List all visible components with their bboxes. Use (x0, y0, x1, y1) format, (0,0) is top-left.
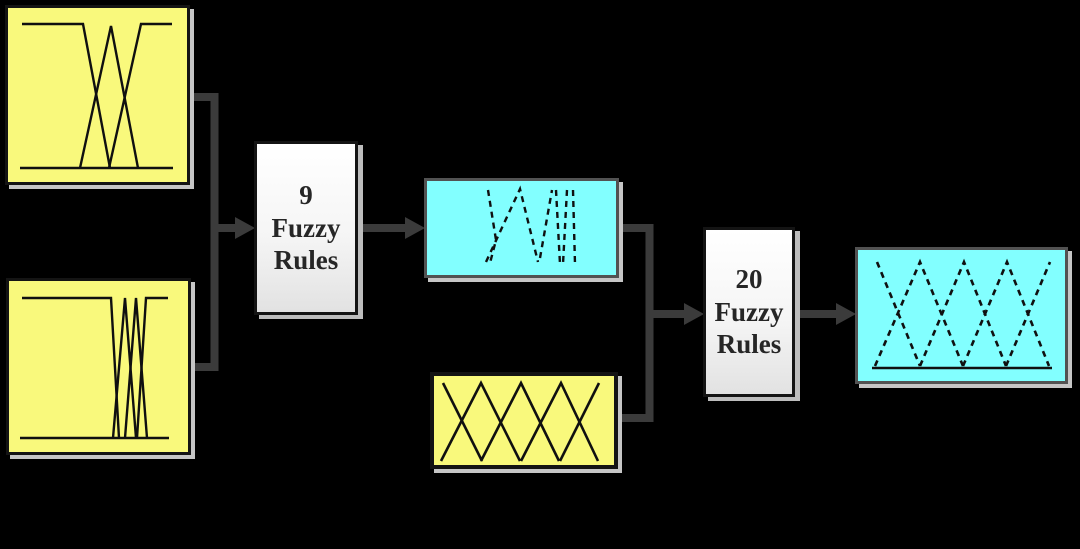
connector-mid-to-rules20 (616, 224, 704, 422)
rules20-box: 20 Fuzzy Rules (703, 227, 795, 397)
rules9-word2: Rules (273, 245, 339, 276)
input1-membership-plot (5, 5, 190, 185)
output-mf-curves (872, 258, 1052, 370)
input2-mf-curves (20, 296, 169, 440)
rules9-count: 9 (299, 179, 313, 210)
input2-membership-plot (6, 278, 191, 455)
rules9-box: 9 Fuzzy Rules (254, 141, 358, 315)
rules20-count: 20 (735, 263, 763, 294)
connector-inputs-to-rules9 (186, 93, 255, 371)
input3-mf-curves (439, 380, 601, 462)
rules20-word1: Fuzzy (714, 296, 784, 327)
output-membership-plot (855, 247, 1068, 384)
fuzzified-intermediate-plot (424, 178, 619, 278)
input3-membership-plot (430, 372, 618, 469)
input1-mf-curves (20, 22, 173, 170)
rules9-word1: Fuzzy (271, 212, 341, 243)
connector-rules9-to-fuzzified (357, 217, 425, 239)
fuzzified-mf-curves (484, 185, 577, 265)
connector-rules20-to-output (794, 303, 856, 325)
rules20-word2: Rules (716, 329, 782, 360)
